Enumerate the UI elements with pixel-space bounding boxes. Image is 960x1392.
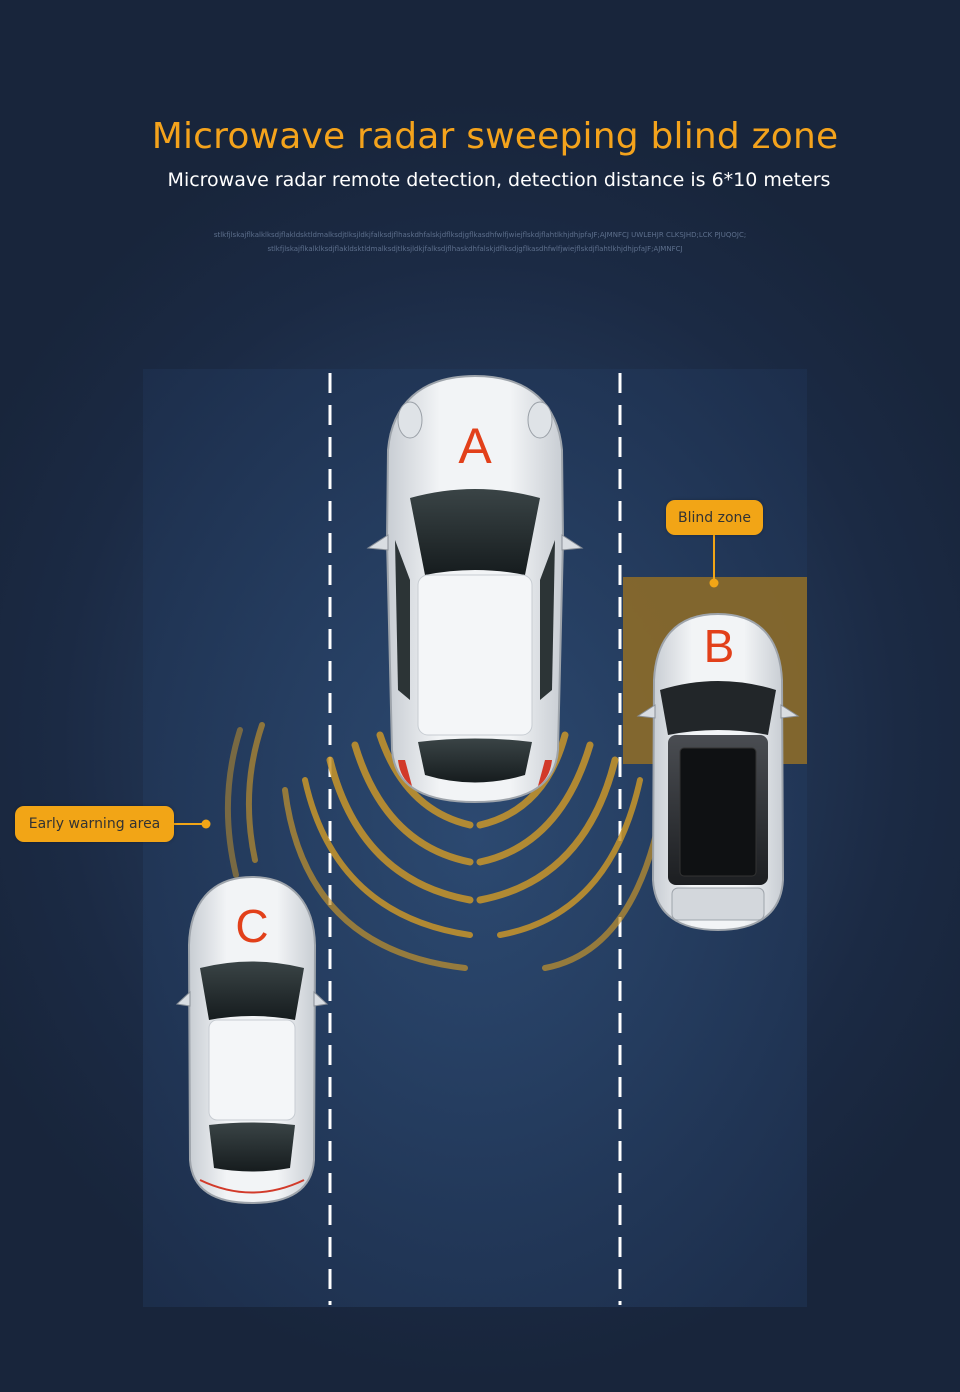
vehicle-b-mirror-left — [636, 704, 656, 719]
blind-zone-connector-dot — [709, 578, 719, 588]
page-subtitle: Microwave radar remote detection, detect… — [167, 169, 831, 191]
early-warning-connector-dot — [201, 819, 211, 829]
vehicle-a-roof — [417, 574, 533, 736]
vehicle-b: B — [636, 612, 800, 932]
vehicle-b-tailgate — [671, 887, 765, 921]
vehicle-c-mirror-right — [313, 990, 329, 1007]
filler-text-line-1: stlkfjlskajflkalklksdjflakldsktldmalksdj… — [213, 231, 747, 239]
vehicle-a-rear-window — [418, 738, 532, 783]
vehicle-a: A — [366, 374, 584, 804]
vehicle-c-windshield — [200, 961, 304, 1020]
vehicle-c-roof — [208, 1019, 296, 1121]
page-title: Microwave radar sweeping blind zone — [151, 116, 839, 157]
vehicle-c-tail-light — [199, 1179, 305, 1194]
vehicle-c: C — [175, 875, 329, 1205]
vehicle-b-windshield — [660, 681, 776, 735]
vehicle-a-tail-light-left — [398, 760, 412, 786]
early-warning-callout: Early warning area — [15, 806, 174, 842]
vehicle-a-side-window-right — [540, 540, 555, 700]
blind-zone-callout: Blind zone — [666, 500, 763, 535]
vehicle-c-mirror-left — [175, 990, 191, 1007]
vehicle-c-label: C — [235, 900, 268, 952]
vehicle-a-headlight-left — [397, 401, 423, 439]
filler-text-line-2: stlkfjlskajflkalklksdjflakldsktldmalksdj… — [267, 245, 683, 253]
vehicle-a-mirror-left — [366, 534, 389, 551]
vehicle-b-label: B — [704, 620, 735, 672]
vehicle-a-side-window-left — [395, 540, 410, 700]
vehicle-a-headlight-right — [527, 401, 553, 439]
vehicle-c-rear-window — [209, 1122, 295, 1172]
vehicle-a-label: A — [458, 418, 492, 474]
vehicle-b-sunroof — [679, 747, 757, 877]
vehicle-b-mirror-right — [780, 704, 800, 719]
vehicle-a-windshield — [410, 489, 540, 575]
vehicle-a-tail-light-right — [538, 760, 552, 786]
vehicle-a-mirror-right — [561, 534, 584, 551]
